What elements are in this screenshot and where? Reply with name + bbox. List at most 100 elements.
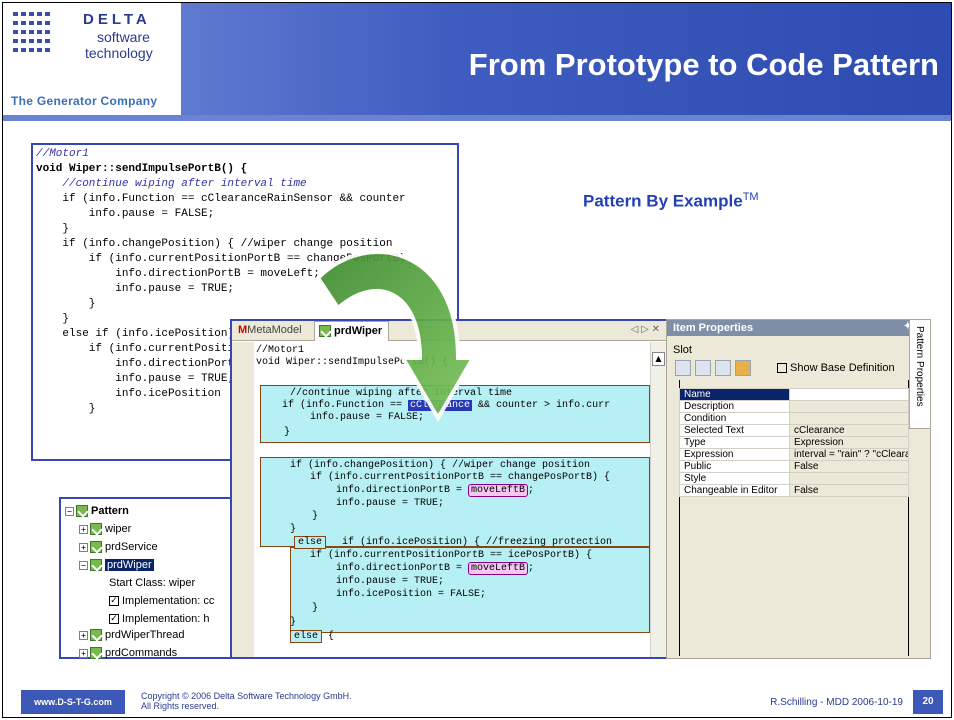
checkbox-checked-icon[interactable]: ✓: [109, 596, 119, 607]
code-text: && counter > info.curr: [472, 400, 611, 411]
editor-scrollbar[interactable]: ▲: [650, 342, 666, 657]
property-value[interactable]: interval = "rain" ? "cCleara: [789, 448, 909, 461]
code-line: }: [36, 298, 96, 310]
author-date: R.Schilling - MDD 2006-10-19: [770, 697, 903, 708]
else-label: else: [290, 630, 323, 643]
block3-line: info.pause = TRUE;: [336, 576, 445, 587]
pattern-icon: [90, 629, 102, 642]
pin-icon[interactable]: ✦: [903, 321, 912, 332]
show-base-definition[interactable]: Show Base Definition: [777, 362, 895, 374]
document-icon[interactable]: [695, 360, 711, 376]
property-row[interactable]: Description: [679, 400, 909, 413]
tree-item-label: prdWiper: [105, 559, 154, 571]
block3-close: }: [312, 603, 319, 614]
palette-icon[interactable]: [735, 360, 751, 376]
property-value[interactable]: False: [789, 460, 909, 473]
logo-tagline: The Generator Company: [11, 94, 158, 108]
tree-item-prdwiper[interactable]: − prdWiper: [79, 557, 154, 573]
arrow-right-icon[interactable]: [675, 360, 691, 376]
code-line: //Motor1: [36, 148, 89, 160]
property-value[interactable]: False: [789, 484, 909, 497]
code-text: {: [322, 631, 335, 642]
expand-icon[interactable]: +: [79, 648, 88, 658]
tree-item-prdwiperthread[interactable]: + prdWiperThread: [79, 627, 184, 643]
expand-icon[interactable]: +: [79, 630, 88, 640]
pattern-icon: [90, 559, 102, 572]
tree-root[interactable]: −Pattern: [65, 503, 129, 519]
tab-navigation-icons[interactable]: ◁ ▷ ✕: [630, 324, 660, 335]
properties-icon[interactable]: [715, 360, 731, 376]
tree-item-prdservice[interactable]: + prdService: [79, 539, 158, 555]
collapse-icon[interactable]: −: [79, 560, 88, 570]
code-line: info.icePosition: [36, 388, 221, 400]
property-value[interactable]: Expression: [789, 436, 909, 449]
property-key: Public: [679, 460, 790, 473]
pattern-properties-tab[interactable]: Pattern Properties: [909, 319, 931, 429]
property-value[interactable]: [789, 472, 909, 485]
checkbox-checked-icon[interactable]: ✓: [109, 614, 119, 625]
tree-item-implementation-cc[interactable]: ✓Implementation: cc: [109, 593, 214, 609]
code-line: info.pause = TRUE;: [36, 283, 235, 295]
slide-title: From Prototype to Code Pattern: [468, 47, 939, 82]
code-text: ;: [528, 485, 535, 496]
expand-icon[interactable]: +: [79, 524, 88, 534]
logo-technology: technology: [85, 45, 153, 61]
block2-line: if (info.currentPositionPortB == changeP…: [310, 472, 611, 483]
tree-item-label: prdService: [105, 541, 158, 553]
property-value[interactable]: [789, 400, 909, 413]
transform-arrow-icon: [315, 250, 477, 422]
scroll-up-icon[interactable]: ▲: [652, 352, 665, 366]
tree-item-wiper[interactable]: +wiper: [79, 521, 131, 537]
tree-item-prdcommands[interactable]: +prdCommands: [79, 645, 177, 661]
pattern-block-3[interactable]: [290, 547, 650, 633]
show-base-label: Show Base Definition: [790, 362, 895, 374]
code-line: info.pause = TRUE;: [36, 373, 235, 385]
property-value[interactable]: [789, 412, 909, 425]
company-logo: DELTA software technology The Generator …: [3, 3, 181, 115]
property-value[interactable]: cClearance: [789, 388, 909, 401]
else-tag[interactable]: else: [294, 536, 328, 549]
else-tag-2[interactable]: else {: [290, 630, 666, 643]
expand-icon[interactable]: +: [79, 542, 88, 552]
item-properties-panel: Item Properties✦ Slot Show Base Definiti…: [666, 319, 931, 659]
tree-item-start-class[interactable]: Start Class: wiper: [109, 575, 195, 591]
checkbox-icon[interactable]: [777, 363, 787, 374]
code-line: info.directionPortB = moveLeft;: [36, 268, 320, 280]
slot-value[interactable]: moveLeftB: [468, 484, 529, 497]
properties-title-bar: Item Properties✦: [667, 320, 930, 336]
property-row[interactable]: Condition: [679, 412, 909, 425]
property-row[interactable]: Style: [679, 472, 909, 485]
collapse-icon[interactable]: −: [65, 506, 74, 516]
property-key: Expression: [679, 448, 790, 461]
slot-value[interactable]: moveLeftB: [468, 562, 529, 575]
pattern-icon: [76, 505, 88, 518]
block2-line: if (info.changePosition) { //wiper chang…: [290, 460, 591, 471]
property-value[interactable]: cClearance: [789, 424, 909, 437]
tree-item-implementation-h[interactable]: ✓Implementation: h: [109, 611, 209, 627]
block3-line: info.directionPortB = moveLeftB;: [336, 562, 666, 575]
code-line: }: [36, 223, 70, 235]
block2-close: }: [312, 511, 319, 522]
pattern-properties-label: Pattern Properties: [914, 326, 925, 407]
properties-grid-frame: [679, 380, 909, 656]
pattern-by-example-text: Pattern By Example: [583, 191, 743, 211]
code-line: }: [36, 403, 96, 415]
property-key: Condition: [679, 412, 790, 425]
website-link[interactable]: www.D-S-T-G.com: [21, 690, 125, 714]
code-line: if (info.Function == cClearanceRainSenso…: [36, 193, 406, 205]
code-line: info.pause = FALSE;: [36, 208, 215, 220]
property-key: Name: [679, 388, 790, 401]
tab-metamodel[interactable]: MMetaModel: [238, 324, 302, 336]
pattern-block-2[interactable]: [260, 457, 650, 547]
editor-gutter: [232, 342, 254, 657]
tree-item-label: prdWiperThread: [105, 629, 185, 641]
logo-software: software: [97, 29, 150, 45]
code-line: //Motor1: [256, 345, 305, 356]
tab-prdwiper[interactable]: prdWiper: [314, 321, 390, 341]
